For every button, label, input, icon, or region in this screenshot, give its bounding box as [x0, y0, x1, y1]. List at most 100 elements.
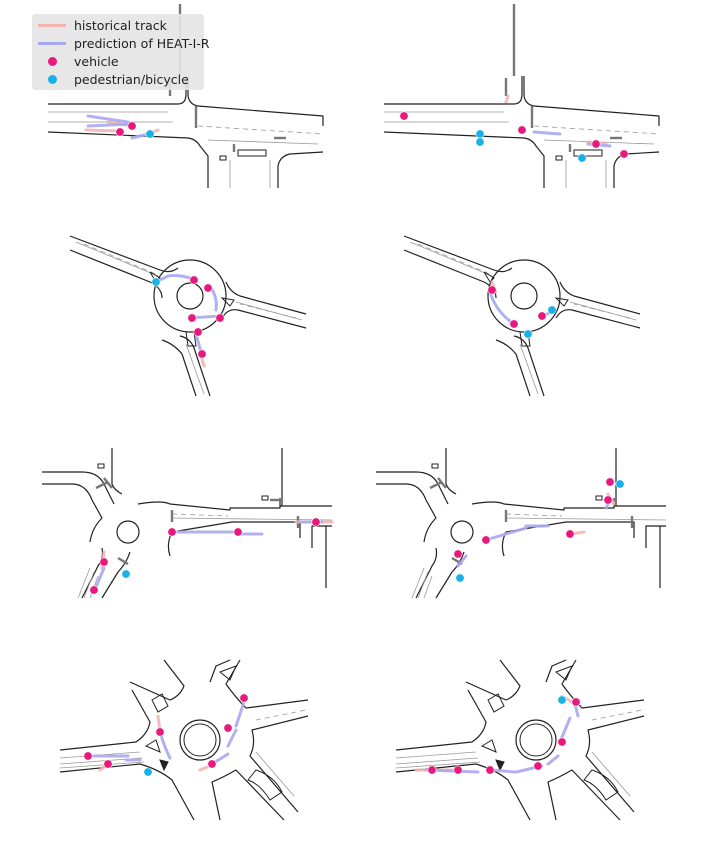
lane-dash: [573, 303, 631, 319]
vehicle-marker: [557, 737, 567, 747]
roundabout-center: [450, 520, 474, 544]
splitter-island: [185, 331, 197, 347]
road-edge: [376, 483, 437, 543]
vehicle-marker: [197, 349, 207, 359]
roundabout-center: [116, 520, 140, 544]
road-edge: [547, 769, 621, 821]
vehicle-marker: [311, 517, 321, 527]
legend-item-prediction: prediction of HEAT-I-R: [38, 34, 209, 52]
map-panel-row4-right: [395, 659, 645, 821]
vehicle-marker: [203, 283, 213, 293]
road-edge: [277, 151, 324, 188]
roundabout-center: [179, 719, 221, 761]
agent-layer: [83, 693, 249, 777]
vehicle-marker: [605, 477, 615, 487]
historical-track: [198, 764, 212, 772]
road-edge: [42, 471, 115, 505]
lane-dash: [171, 513, 229, 517]
splitter-island: [480, 739, 497, 753]
roundabout-center: [515, 719, 557, 761]
lane-line: [423, 575, 433, 599]
splitter-island: [495, 759, 505, 772]
vehicle-marker: [89, 585, 99, 595]
lane-line: [171, 517, 333, 521]
pedestrian-marker: [475, 137, 485, 147]
road-edge: [249, 715, 309, 813]
splitter-island: [159, 759, 169, 772]
vehicle-marker: [453, 549, 463, 559]
road-edge: [495, 339, 531, 397]
vehicle-swatch: [38, 56, 66, 66]
map-panel-row3-left: [42, 448, 334, 599]
road-edge: [161, 339, 197, 397]
history-swatch: [38, 23, 66, 27]
vehicle-marker: [591, 139, 601, 149]
agent-layer: [89, 517, 321, 595]
pedestrian-marker: [577, 153, 587, 163]
stop-line: [117, 556, 129, 566]
road-edge: [101, 551, 131, 599]
trajectory-layer: [92, 520, 334, 594]
splitter-island: [247, 769, 283, 801]
road-edge: [585, 715, 645, 813]
pedestrian-marker: [145, 129, 155, 139]
road-edge: [211, 769, 285, 821]
splitter-island: [220, 297, 235, 307]
roundabout-outer: [487, 259, 561, 333]
vehicle-marker: [155, 727, 165, 737]
road-edge: [179, 335, 211, 397]
legend-item-vehicle: vehicle: [38, 52, 119, 70]
vehicle-marker: [571, 697, 581, 707]
vehicle-marker: [215, 313, 225, 323]
lane-dash: [505, 513, 563, 517]
road-edge: [111, 448, 123, 495]
legend: historical track prediction of HEAT-I-R …: [32, 14, 209, 90]
lane-dash: [239, 303, 297, 319]
median-island: [237, 149, 267, 157]
road-edge: [545, 659, 567, 683]
prediction-track: [532, 130, 562, 136]
lane-line: [417, 571, 429, 599]
pedestrian-marker: [615, 479, 625, 489]
splitter-island: [219, 665, 237, 681]
curb-marker: [555, 155, 563, 161]
prediction-track: [546, 754, 560, 766]
map-panel-row2-left: [69, 235, 307, 397]
road-edge: [376, 471, 449, 505]
splitter-island: [554, 297, 569, 307]
road-edge: [225, 281, 307, 315]
lane-line: [185, 343, 205, 395]
agent-layer: [453, 477, 625, 583]
road-edge: [167, 521, 301, 557]
legend-item-history: historical track: [38, 16, 167, 34]
lane-line: [411, 567, 425, 599]
prediction-swatch: [38, 41, 66, 45]
road-edge: [69, 235, 179, 273]
vehicle-marker: [427, 765, 437, 775]
map-panel-row4-left: [59, 659, 309, 821]
prediction-track: [86, 114, 130, 124]
pedestrian-marker: [475, 129, 485, 139]
lane-line: [395, 757, 479, 765]
prediction-track: [130, 132, 150, 140]
road-edge: [384, 76, 523, 105]
lane-line: [75, 241, 159, 277]
lane-dash: [417, 243, 491, 275]
stop-line: [95, 480, 109, 490]
vehicle-marker: [239, 693, 249, 703]
vehicle-marker: [189, 275, 199, 285]
vehicle-marker: [533, 761, 543, 771]
pedestrian-marker: [547, 305, 557, 315]
prediction-track: [490, 768, 516, 774]
historical-track: [84, 128, 118, 133]
map-panel-row1-right: [383, 4, 660, 188]
roundabout-center-inner: [183, 723, 217, 757]
lane-line: [409, 241, 493, 277]
vehicle-marker: [453, 765, 463, 775]
lane-line: [591, 751, 631, 797]
stop-line: [429, 480, 443, 490]
prediction-track: [488, 290, 516, 326]
vehicle-marker: [127, 121, 137, 131]
lane-line: [77, 567, 91, 599]
